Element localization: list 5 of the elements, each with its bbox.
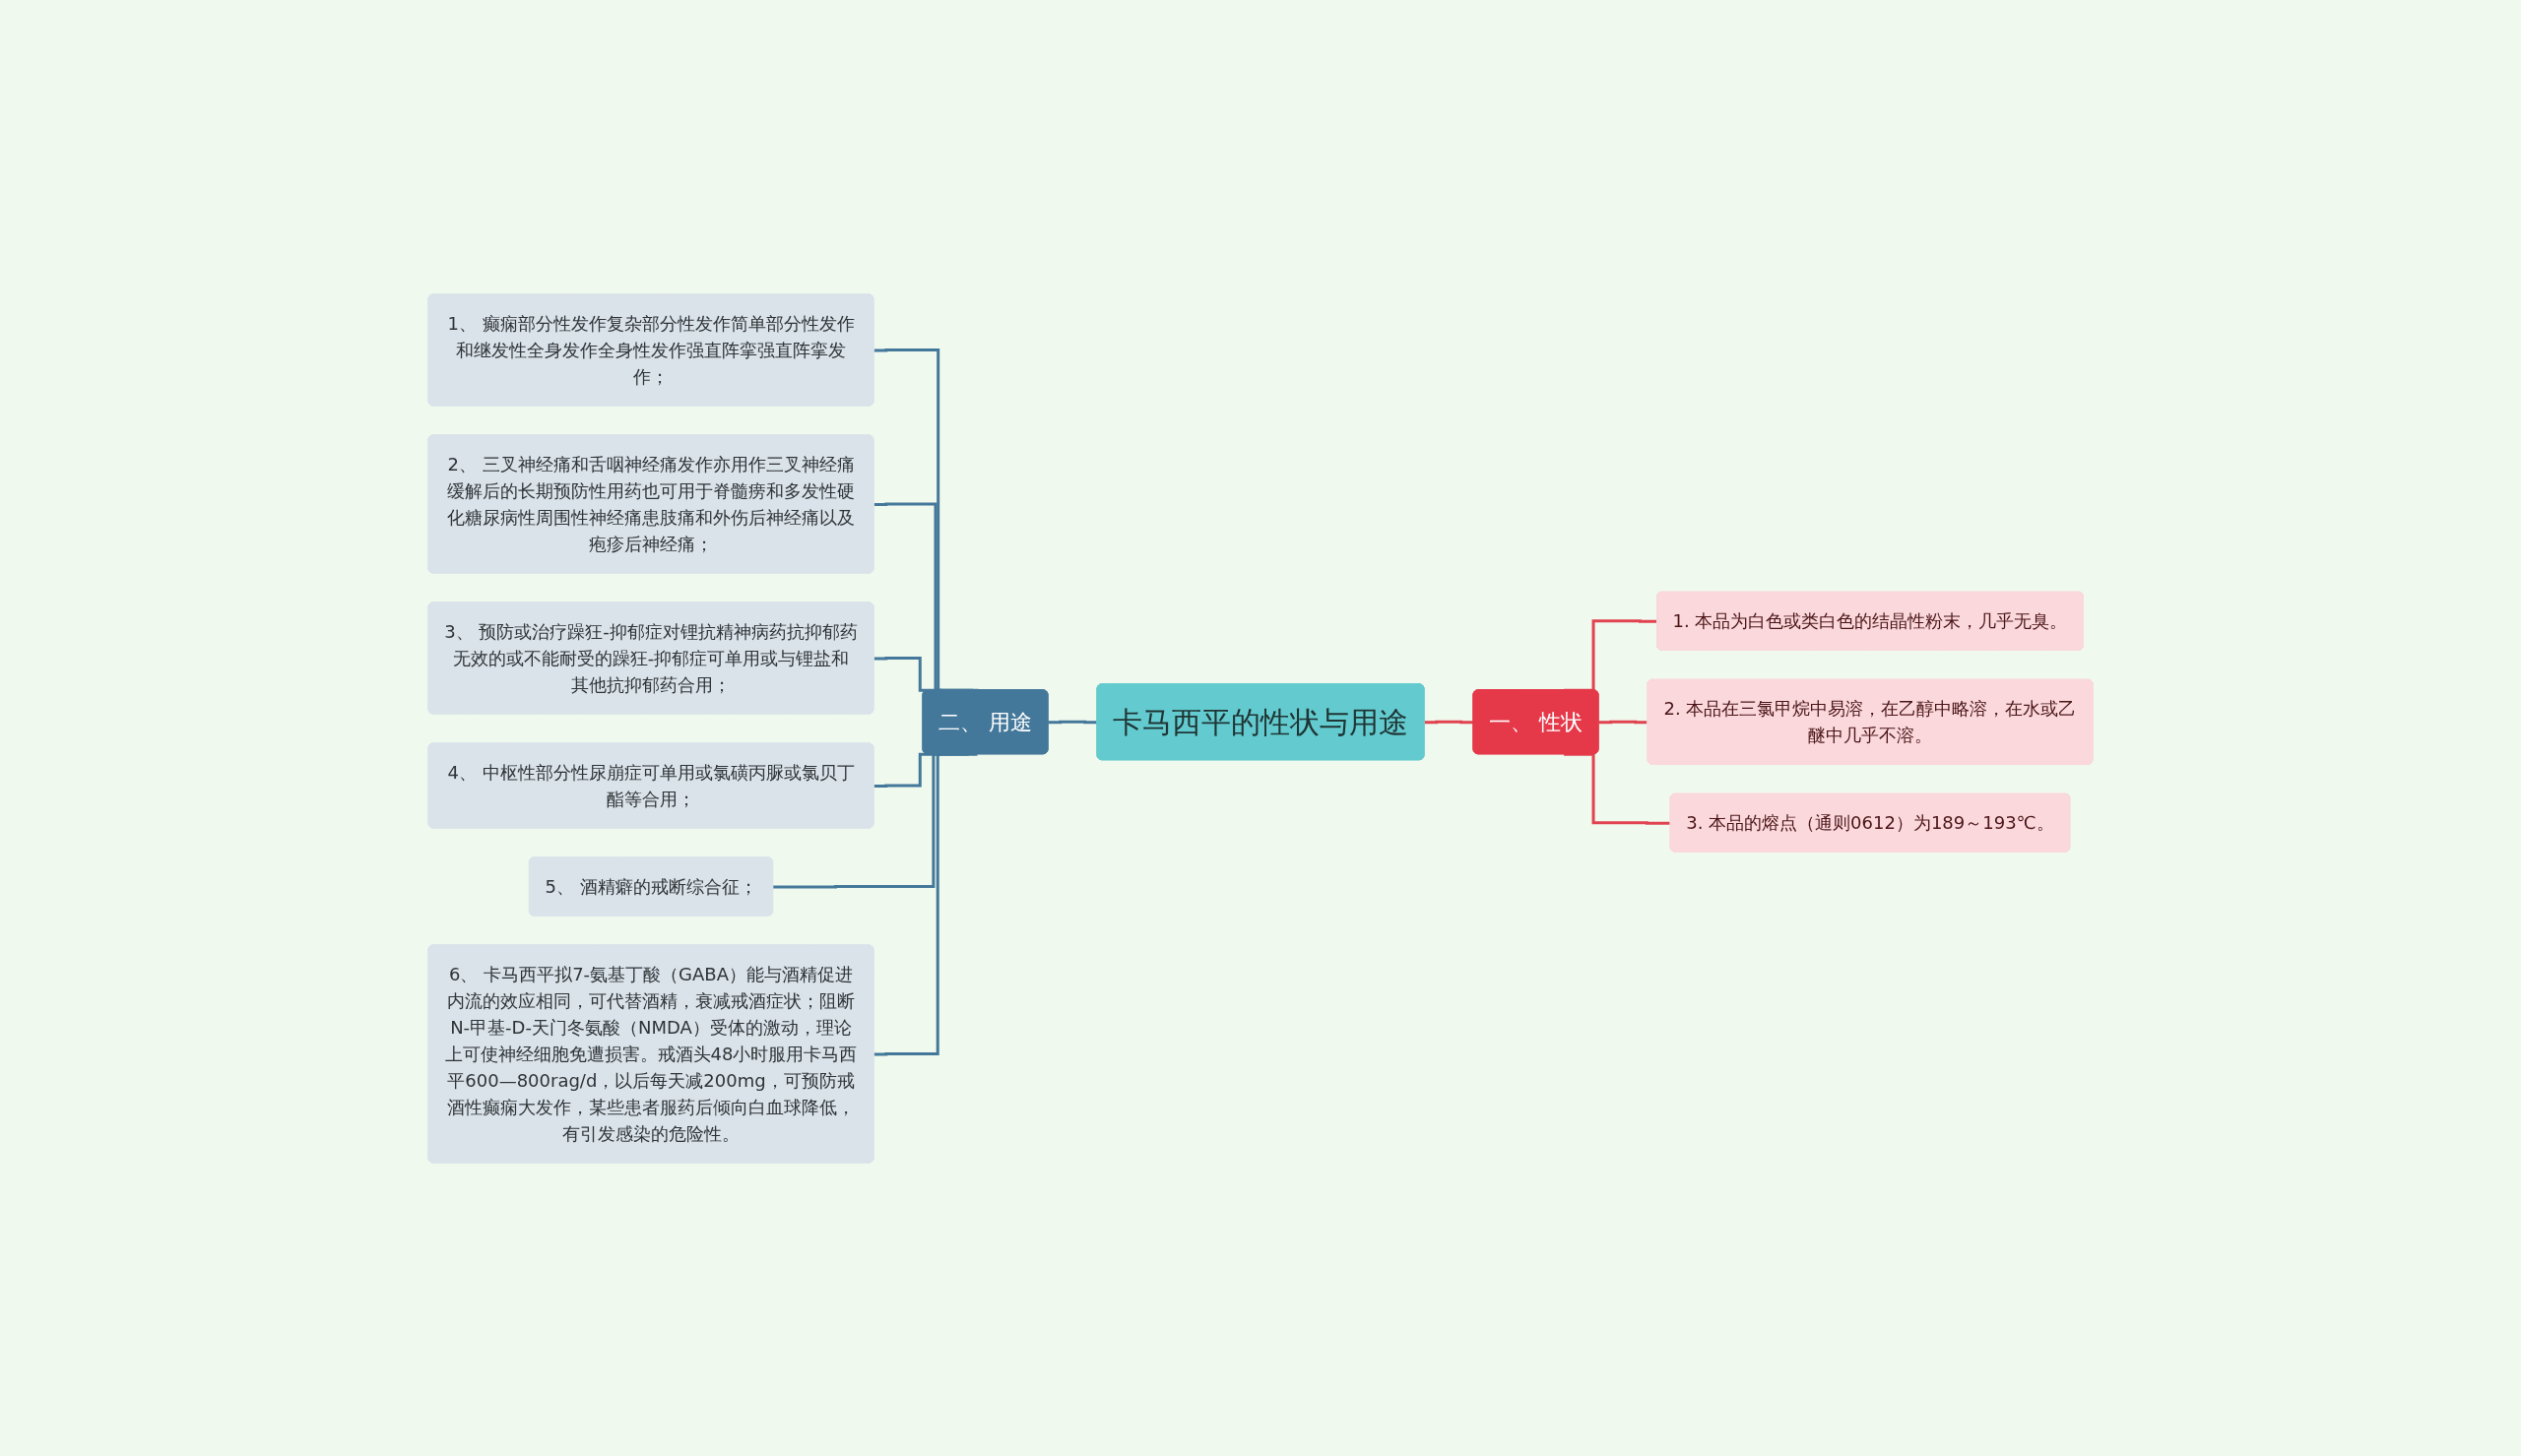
connector: [1424, 720, 1474, 724]
connector: [1598, 720, 1648, 724]
connector: [1564, 752, 1671, 825]
connector: [1048, 720, 1098, 724]
connector: [873, 752, 978, 1055]
